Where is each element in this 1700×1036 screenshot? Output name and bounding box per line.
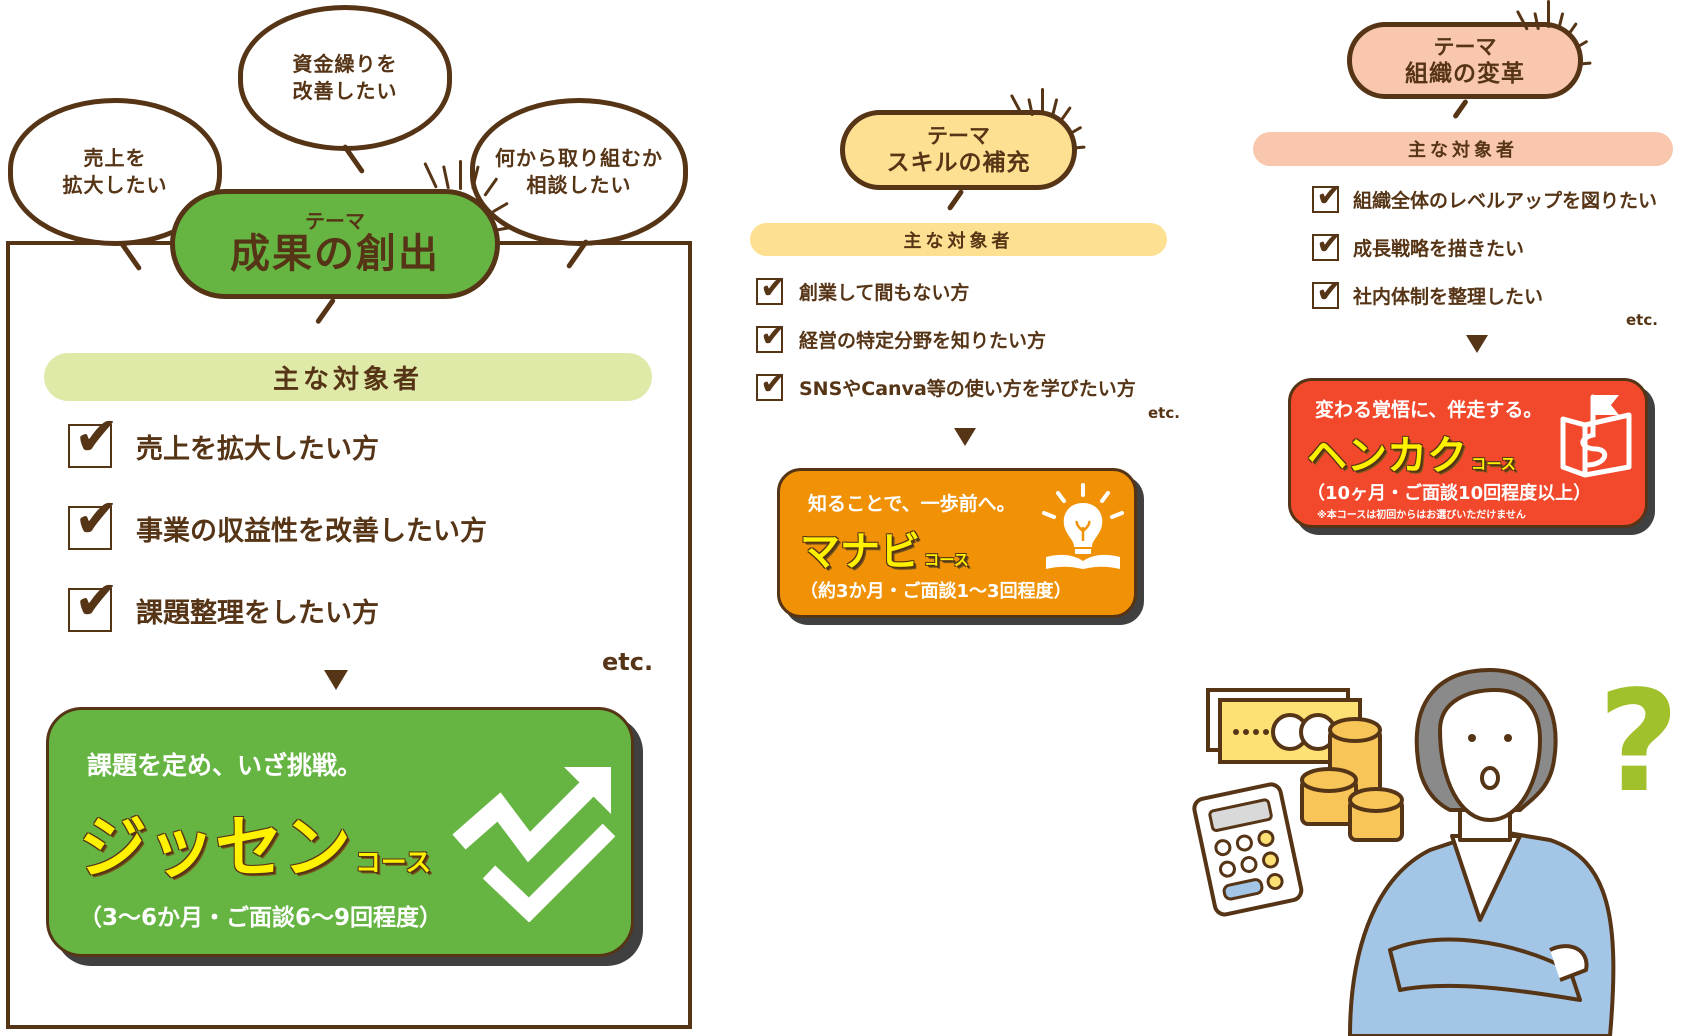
checkbox-checked-icon: ✔ bbox=[756, 319, 787, 353]
target-heading-soshiki: 主な対象者 bbox=[1253, 132, 1673, 166]
arrow-down-icon bbox=[1466, 335, 1488, 353]
course-tagline: 課題を定め、いざ挑戦。 bbox=[87, 751, 363, 780]
sparkle-rays-icon bbox=[395, 160, 515, 250]
checkbox-checked-icon: ✔ bbox=[1312, 275, 1343, 309]
target-item: ✔ 課題整理をしたい方 bbox=[68, 574, 379, 632]
lightbulb-book-icon bbox=[1042, 483, 1124, 569]
speech-bubble-cashflow: 資金繰りを 改善したい bbox=[238, 5, 452, 175]
arrow-down-icon bbox=[324, 670, 348, 690]
course-card-jissen[interactable]: 課題を定め、いざ挑戦。 ジッセンコース （3〜6か月・ご面談6〜9回程度） bbox=[46, 707, 634, 957]
theme-title: 成果の創出 bbox=[230, 231, 440, 277]
arrow-down-icon bbox=[954, 428, 976, 446]
theme-label: テーマ bbox=[927, 124, 990, 148]
question-mark-icon: ? bbox=[1598, 661, 1679, 824]
target-item: ✔ 成長戦略を描きたい bbox=[1312, 227, 1524, 261]
flag-map-icon bbox=[1560, 394, 1632, 478]
target-item: ✔ 事業の収益性を改善したい方 bbox=[68, 492, 487, 550]
course-detail: （約3か月・ご面談1〜3回程度） bbox=[800, 581, 1072, 602]
course-name: マナビコース bbox=[800, 529, 969, 575]
course-card-manabi[interactable]: 知ることで、一歩前へ。 マナビコース （約3か月・ご面談1〜3回程度） bbox=[777, 468, 1137, 618]
target-item: ✔ 売上を拡大したい方 bbox=[68, 410, 379, 468]
course-tagline: 変わる覚悟に、伴走する。 bbox=[1315, 399, 1543, 421]
theme-tail bbox=[946, 188, 965, 212]
bubble-tail bbox=[341, 143, 366, 175]
checkbox-checked-icon: ✔ bbox=[756, 367, 787, 401]
calculator-icon bbox=[1192, 782, 1304, 917]
sparkle-rays-icon bbox=[1506, 0, 1596, 70]
theme-tail bbox=[1452, 98, 1469, 120]
target-heading-seika: 主な対象者 bbox=[44, 353, 652, 401]
course-name: ジッセンコース bbox=[79, 809, 432, 888]
speech-bubble-text: 売上を 拡大したい bbox=[62, 146, 168, 197]
speech-bubble-consult: 何から取り組むか 相談したい bbox=[470, 98, 688, 270]
checkbox-checked-icon: ✔ bbox=[1312, 179, 1343, 213]
course-tagline: 知ることで、一歩前へ。 bbox=[808, 493, 1016, 515]
target-item: ✔ 創業して間もない方 bbox=[756, 271, 969, 305]
theme-label: テーマ bbox=[305, 209, 365, 233]
course-detail: （3〜6か月・ご面談6〜9回程度） bbox=[79, 905, 443, 931]
theme-pill-seika: テーマ 成果の創出 bbox=[170, 189, 500, 325]
target-item: ✔ 組織全体のレベルアップを図りたい bbox=[1312, 179, 1657, 213]
target-item: ✔ 社内体制を整理したい bbox=[1312, 275, 1543, 309]
etc-label: etc. bbox=[602, 648, 654, 676]
course-name: ヘンカクコース bbox=[1307, 433, 1516, 479]
theme-pill-skill: テーマ スキルの補充 bbox=[840, 110, 1077, 212]
checkbox-checked-icon: ✔ bbox=[756, 271, 787, 305]
speech-bubble-text: 何から取り組むか 相談したい bbox=[495, 146, 663, 197]
theme-label: テーマ bbox=[1433, 34, 1497, 59]
target-item: ✔ SNSやCanva等の使い方を学びたい方 bbox=[756, 367, 1136, 401]
theme-title: スキルの補充 bbox=[886, 150, 1031, 176]
sparkle-rays-icon bbox=[1000, 88, 1090, 158]
person-figure bbox=[1348, 668, 1616, 1036]
speech-bubble-text: 資金繰りを 改善したい bbox=[292, 52, 398, 103]
growth-chart-arrow-icon bbox=[452, 767, 616, 922]
course-card-henkaku[interactable]: 変わる覚悟に、伴走する。 ヘンカクコース （10ヶ月・ご面談10回程度以上） ※… bbox=[1288, 378, 1648, 528]
checkbox-checked-icon: ✔ bbox=[68, 492, 119, 550]
course-detail: （10ヶ月・ご面談10回程度以上） bbox=[1307, 483, 1592, 504]
coin-stack-icon bbox=[1300, 717, 1404, 842]
theme-title: 組織の変革 bbox=[1405, 60, 1525, 87]
checkbox-checked-icon: ✔ bbox=[68, 574, 119, 632]
target-heading-skill: 主な対象者 bbox=[750, 223, 1167, 256]
theme-pill-soshiki: テーマ 組織の変革 bbox=[1347, 22, 1583, 120]
target-item: ✔ 経営の特定分野を知りたい方 bbox=[756, 319, 1046, 353]
course-note: ※本コースは初回からはお選びいただけません bbox=[1317, 510, 1526, 521]
checkbox-checked-icon: ✔ bbox=[1312, 227, 1343, 261]
thinking-person-illustration: ? bbox=[1192, 661, 1679, 1036]
checkbox-checked-icon: ✔ bbox=[68, 410, 119, 468]
etc-label: etc. bbox=[1626, 311, 1658, 329]
etc-label: etc. bbox=[1148, 404, 1180, 422]
